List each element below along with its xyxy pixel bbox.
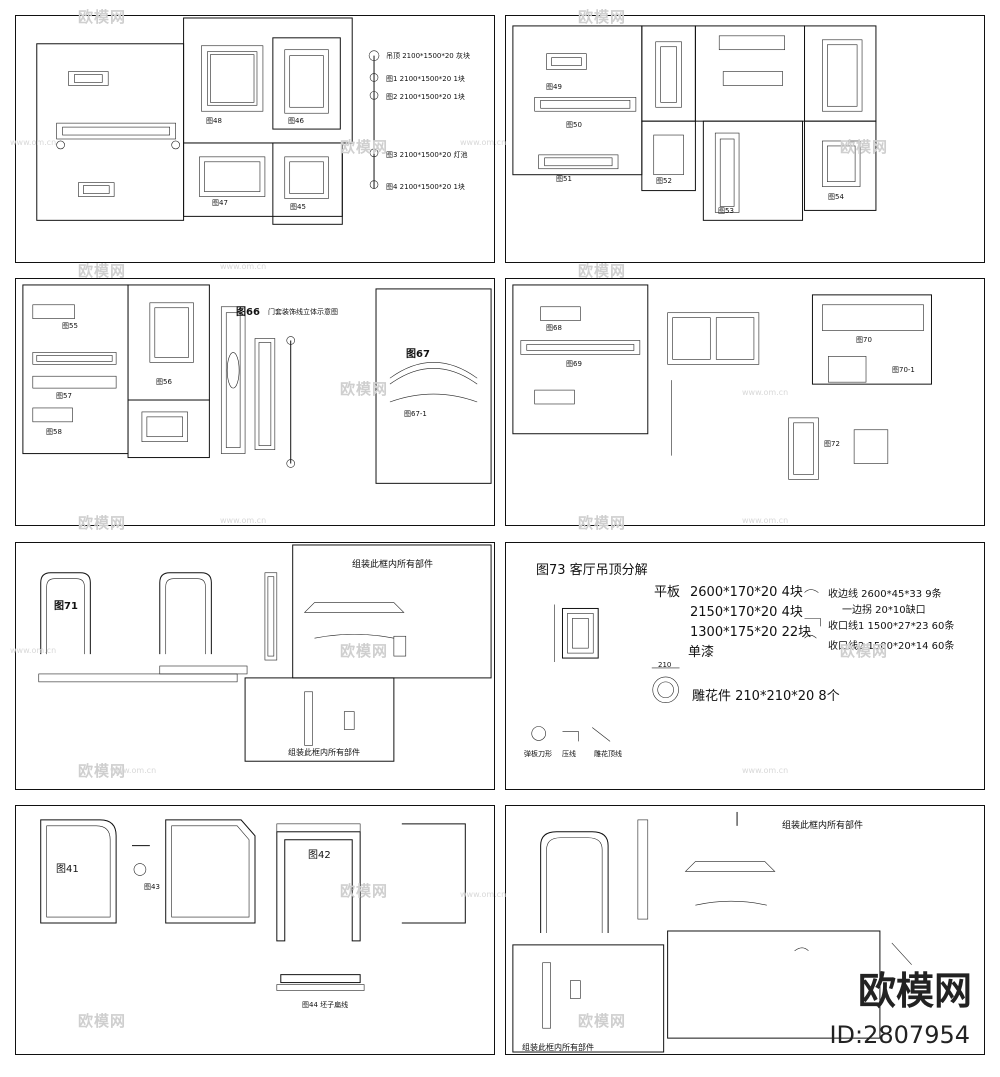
drawing-sheet-1: 吊顶 2100*1500*20 灰块 图1 2100*1500*20 1块 图2… — [15, 15, 495, 263]
assembly-footer: 组装此框内所有部件 — [522, 1043, 594, 1052]
figure-label: 图56 — [156, 378, 172, 386]
drawing-sheet-7: 图41 图42 图43 图44 坯子扁线 — [15, 805, 495, 1055]
figure-label: 图52 — [656, 177, 672, 185]
bottom-label: 雕花顶线 — [594, 750, 622, 758]
drawing-sheet-4: 图68 图69 图70 图70-1 图72 — [505, 278, 985, 526]
figure-label: 图51 — [556, 175, 572, 183]
edge-line-1: 收边线 2600*45*33 9条 — [828, 589, 942, 600]
assembly-footer: 组装此框内所有部件 — [288, 748, 360, 757]
drawing-sheet-6: 图73 客厅吊顶分解 平板 2600*170*20 4块 2150*170*20… — [505, 542, 985, 790]
figure-label: 图57 — [56, 392, 72, 400]
brand-id: ID:2807954 — [829, 1021, 970, 1049]
figure-label: 图46 — [288, 117, 304, 125]
legend-item-3: 图3 2100*1500*20 灯池 — [386, 151, 468, 159]
sheet-8-linework — [512, 811, 912, 1053]
figure-66-subtitle: 门套装饰线立体示意图 — [268, 308, 338, 316]
legend-item-2: 图2 2100*1500*20 1块 — [386, 93, 465, 101]
brand-logo: 欧模网 — [857, 969, 972, 1013]
figure-label: 图55 — [62, 322, 78, 330]
figure-73-title: 图73 客厅吊顶分解 — [536, 563, 648, 578]
figure-label: 图70-1 — [892, 366, 915, 374]
carving-dimension: 210 — [658, 661, 672, 669]
flat-row-1: 2600*170*20 4块 — [690, 585, 803, 600]
legend-item-1: 图1 2100*1500*20 1块 — [386, 75, 465, 83]
assembly-header: 组装此框内所有部件 — [352, 560, 434, 570]
paint-note: 单漆 — [688, 645, 715, 660]
figure-label: 图67-1 — [404, 410, 427, 418]
figure-label: 图50 — [566, 121, 582, 129]
flat-row-2: 2150*170*20 4块 — [690, 605, 803, 620]
figure-41-title: 图41 — [56, 864, 79, 875]
watermark-url: www.om.cn — [220, 262, 267, 271]
assembly-header: 组装此框内所有部件 — [782, 821, 864, 831]
drawing-sheet-5: 图71 组装此框内所有部件 组装此框内所有部件 — [15, 542, 495, 790]
bottom-label: 弹板刀形 — [524, 750, 552, 758]
figure-label: 图53 — [718, 207, 734, 215]
flat-label: 平板 — [654, 585, 681, 600]
figure-label: 图47 — [212, 199, 228, 207]
figure-71-title: 图71 — [54, 601, 78, 612]
sheet-7-linework — [40, 819, 466, 991]
sheet-4-linework — [512, 284, 932, 480]
sheet-2-linework — [512, 25, 877, 221]
edge-line-2: 一边拐 20*10缺口 — [842, 605, 926, 616]
drawing-sheet-2: 图49 图50 图51 图52 图53 图54 — [505, 15, 985, 263]
figure-label: 图45 — [290, 203, 306, 211]
flat-row-3: 1300*175*20 22块 — [690, 625, 812, 640]
sheet-5-linework — [38, 544, 492, 762]
carving-note: 雕花件 210*210*20 8个 — [692, 689, 840, 704]
figure-67-title: 图67 — [406, 349, 430, 360]
figure-66-title: 图66 — [236, 307, 260, 318]
figure-label: 图54 — [828, 193, 844, 201]
figure-43-label: 图43 — [144, 883, 160, 891]
legend-item-4: 图4 2100*1500*20 1块 — [386, 183, 465, 191]
sheet-1-linework — [36, 17, 380, 225]
edge-line-3: 收口线1 1500*27*23 60条 — [828, 621, 955, 632]
figure-label: 图49 — [546, 83, 562, 91]
figure-label: 图48 — [206, 117, 222, 125]
figure-label: 图58 — [46, 428, 62, 436]
legend-title: 吊顶 2100*1500*20 灰块 — [386, 52, 470, 60]
edge-line-4: 收口线2 1500*20*14 60条 — [828, 641, 955, 652]
bottom-label: 压线 — [562, 750, 576, 758]
figure-label: 图72 — [824, 440, 840, 448]
figure-42-title: 图42 — [308, 850, 331, 861]
figure-label: 图68 — [546, 324, 562, 332]
drawing-sheet-3: 图66 门套装饰线立体示意图 图67 图55 图56 图57 图58 图67-1 — [15, 278, 495, 526]
sheet-6-linework — [531, 589, 821, 742]
figure-label: 图70 — [856, 336, 872, 344]
figure-label: 图69 — [566, 360, 582, 368]
sheet-3-linework — [22, 284, 492, 484]
drawing-sheet-8: 组装此框内所有部件 组装此框内所有部件 — [505, 805, 985, 1055]
figure-44-caption: 图44 坯子扁线 — [302, 1001, 349, 1009]
